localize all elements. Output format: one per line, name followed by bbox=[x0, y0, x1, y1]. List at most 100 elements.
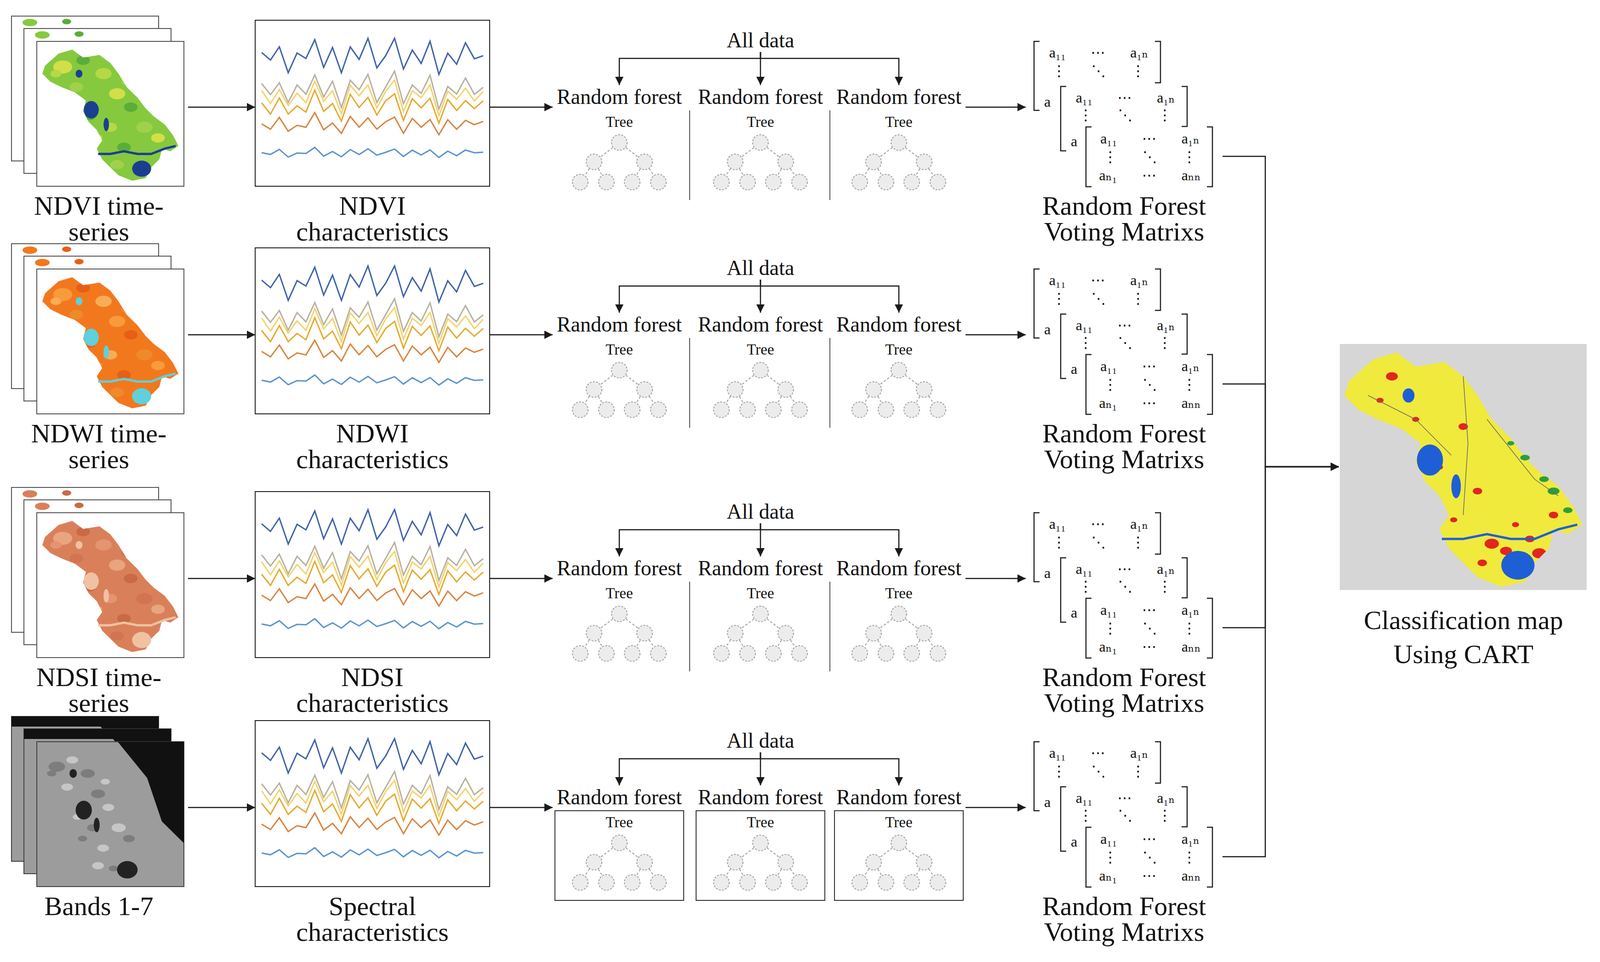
chart-series bbox=[261, 298, 484, 338]
lake bbox=[75, 297, 83, 305]
matrix-symbol: a bbox=[1039, 92, 1056, 111]
image-stack: NDVI time-series bbox=[9, 16, 189, 245]
source-label: All data bbox=[723, 256, 799, 280]
tree-node bbox=[903, 174, 920, 190]
map-patch bbox=[121, 305, 133, 314]
tree-node bbox=[891, 834, 907, 851]
tree-node bbox=[930, 645, 946, 662]
forest-title: Random forest bbox=[554, 85, 685, 109]
chart-panel: Spectral characteristics bbox=[255, 720, 490, 945]
matrix-row: ⋮ ⋱ ⋮ bbox=[1040, 62, 1158, 80]
tree-node bbox=[572, 874, 589, 891]
random-forest: Random forestTree bbox=[552, 312, 686, 358]
tree-label: Tree bbox=[732, 341, 789, 358]
tree-node bbox=[713, 174, 730, 190]
sea-area bbox=[117, 741, 184, 844]
chart-panel: NDVI characteristics bbox=[255, 20, 490, 245]
forest-title: Random forest bbox=[695, 312, 826, 337]
lake bbox=[1501, 550, 1535, 580]
map-patch bbox=[1511, 521, 1520, 527]
chart-series bbox=[261, 307, 484, 344]
separator-line bbox=[689, 581, 691, 672]
tree-node bbox=[624, 174, 640, 190]
tree-node bbox=[598, 401, 615, 418]
tree-node bbox=[930, 401, 946, 418]
connector-arrow bbox=[619, 523, 761, 557]
tree-icon bbox=[851, 134, 946, 190]
map-line bbox=[1463, 376, 1469, 515]
tree-node bbox=[752, 134, 769, 151]
map-patch bbox=[1385, 371, 1398, 381]
map-fragment bbox=[34, 258, 50, 267]
panel-caption: Random Forest Voting Matrixs bbox=[1027, 193, 1221, 245]
image-layer bbox=[36, 741, 184, 887]
river bbox=[97, 145, 176, 154]
band-texture bbox=[91, 862, 104, 870]
river bbox=[97, 373, 176, 382]
matrix-row: a₁₁ ⋯ a₁ₙ bbox=[1090, 600, 1210, 619]
chart-series bbox=[261, 790, 484, 824]
tree-label: Tree bbox=[591, 113, 647, 131]
tree-icon bbox=[713, 362, 808, 418]
lake bbox=[83, 572, 99, 590]
chart-series bbox=[261, 771, 484, 810]
matrix-row: ⋮ ⋱ ⋮ bbox=[1066, 333, 1184, 352]
tree-node bbox=[624, 874, 640, 891]
matrix-row: ⋮ ⋱ ⋮ bbox=[1090, 375, 1210, 394]
lake bbox=[103, 345, 109, 359]
image-layer bbox=[36, 268, 184, 414]
chart-series bbox=[261, 812, 484, 835]
tree-node bbox=[611, 605, 628, 622]
source-label: All data bbox=[723, 499, 799, 524]
map-patch bbox=[95, 295, 112, 307]
tree-node bbox=[777, 154, 794, 170]
lake bbox=[1402, 388, 1415, 403]
tree-node bbox=[650, 645, 667, 662]
matrix-bracket bbox=[1154, 741, 1161, 783]
matrix-row: a₁₁ ⋯ a₁ₙ bbox=[1040, 43, 1158, 62]
matrix-bracket bbox=[1060, 557, 1067, 623]
connector-arrow bbox=[188, 334, 256, 336]
matrix-row: ⋮ ⋱ ⋮ bbox=[1040, 289, 1158, 308]
lake bbox=[83, 101, 99, 119]
tree-node bbox=[727, 154, 743, 170]
map-patch bbox=[124, 102, 138, 112]
chart-series bbox=[261, 561, 484, 595]
map-patch bbox=[136, 348, 153, 360]
tree-node bbox=[739, 874, 756, 891]
connector-arrow bbox=[1222, 466, 1339, 628]
panel-caption: NDSI time-series bbox=[11, 664, 187, 716]
classification-image bbox=[1339, 343, 1587, 590]
tree-node bbox=[851, 401, 868, 418]
matrix-row: a₁₁ ⋯ a₁ₙ bbox=[1040, 743, 1158, 762]
lake bbox=[103, 588, 109, 603]
map-patch bbox=[1484, 538, 1499, 549]
matrix-row: ⋮ ⋱ ⋮ bbox=[1040, 762, 1158, 780]
map-fragment bbox=[22, 246, 38, 254]
matrix-bracket bbox=[1181, 314, 1188, 355]
chart-series bbox=[261, 583, 484, 606]
band-texture bbox=[48, 761, 66, 772]
tree-node bbox=[586, 854, 602, 870]
chart-series bbox=[261, 112, 484, 135]
matrix-bracket bbox=[1034, 741, 1040, 811]
separator-line bbox=[689, 337, 691, 428]
matrix-bracket bbox=[1181, 557, 1188, 598]
tree-node bbox=[765, 874, 782, 891]
matrix-row: ⋮ ⋱ ⋮ bbox=[1090, 848, 1210, 866]
tree-node bbox=[611, 834, 628, 851]
forest-title: Random forest bbox=[695, 785, 826, 809]
random-forest: Random forestTree bbox=[832, 556, 966, 602]
tree-label: Tree bbox=[591, 813, 647, 831]
nodata-strip bbox=[11, 716, 159, 727]
matrix-symbol: a bbox=[1039, 793, 1056, 811]
map-patch bbox=[91, 605, 103, 613]
matrix-row: a₁₁ ⋯ a₁ₙ bbox=[1040, 514, 1158, 533]
line-chart bbox=[255, 491, 490, 658]
tree-node bbox=[878, 874, 894, 891]
tree-node bbox=[650, 874, 667, 891]
image-stack: NDSI time-series bbox=[9, 487, 189, 716]
chart-series bbox=[261, 738, 484, 775]
